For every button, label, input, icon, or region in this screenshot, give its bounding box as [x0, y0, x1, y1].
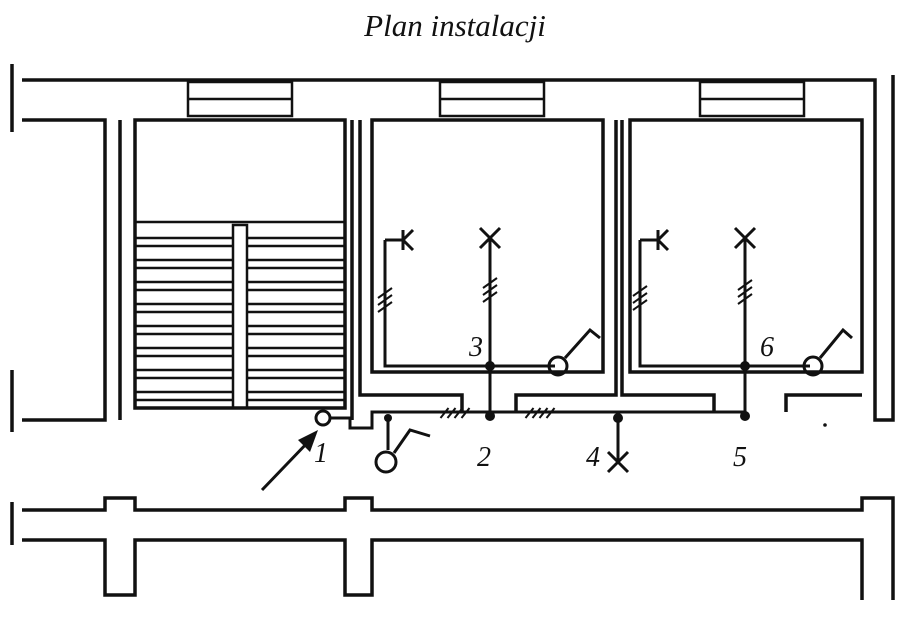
point-label-2: 2 [477, 442, 491, 473]
appliance-icon [802, 327, 853, 377]
stairwell [118, 118, 354, 420]
point-label-3: 3 [468, 332, 483, 363]
gas-pipeline [330, 238, 810, 462]
hatch-mark [737, 279, 753, 291]
hatch-mark [632, 299, 648, 311]
tap-icon [385, 228, 415, 252]
inlet-arrow-icon [260, 430, 318, 492]
hatch-mark [446, 407, 457, 419]
outer-wall-top [10, 64, 895, 432]
appliance-icon [547, 327, 601, 377]
window-1 [186, 80, 294, 118]
hatch-mark [377, 287, 393, 299]
hatch-mark [453, 407, 464, 419]
burner-icon [478, 226, 502, 250]
appliance-icon [374, 428, 431, 474]
diagram-title: Plan instalacji [364, 8, 546, 43]
point-label-1: 1 [314, 438, 328, 469]
window-3 [698, 80, 806, 118]
hatch-mark [377, 294, 393, 306]
hatch-mark [377, 301, 393, 313]
hatch-mark [531, 407, 542, 419]
point-label-4: 4 [586, 442, 600, 473]
room-1-walls [358, 118, 618, 412]
hatch-mark [482, 284, 498, 296]
hatch-mark [545, 407, 556, 419]
point-label-6: 6 [760, 332, 774, 363]
hatch-mark [482, 277, 498, 289]
hatch-mark [460, 407, 471, 419]
burner-icon [733, 226, 757, 250]
hatch-mark [538, 407, 549, 419]
burner-icon [606, 450, 630, 474]
hatch-mark [524, 407, 535, 419]
hatch-mark [439, 407, 450, 419]
tap-icon [640, 228, 670, 252]
hatch-mark [632, 292, 648, 304]
gas-inlet-icon [314, 409, 332, 427]
window-2 [438, 80, 546, 118]
corridor-lower-wall [10, 496, 895, 600]
point-label-5: 5 [733, 442, 747, 473]
hatch-mark [737, 286, 753, 298]
hatch-mark [482, 291, 498, 303]
hatch-mark [632, 285, 648, 297]
hatch-mark [737, 293, 753, 305]
room-2-walls [620, 118, 864, 412]
marker-dot [823, 423, 827, 427]
